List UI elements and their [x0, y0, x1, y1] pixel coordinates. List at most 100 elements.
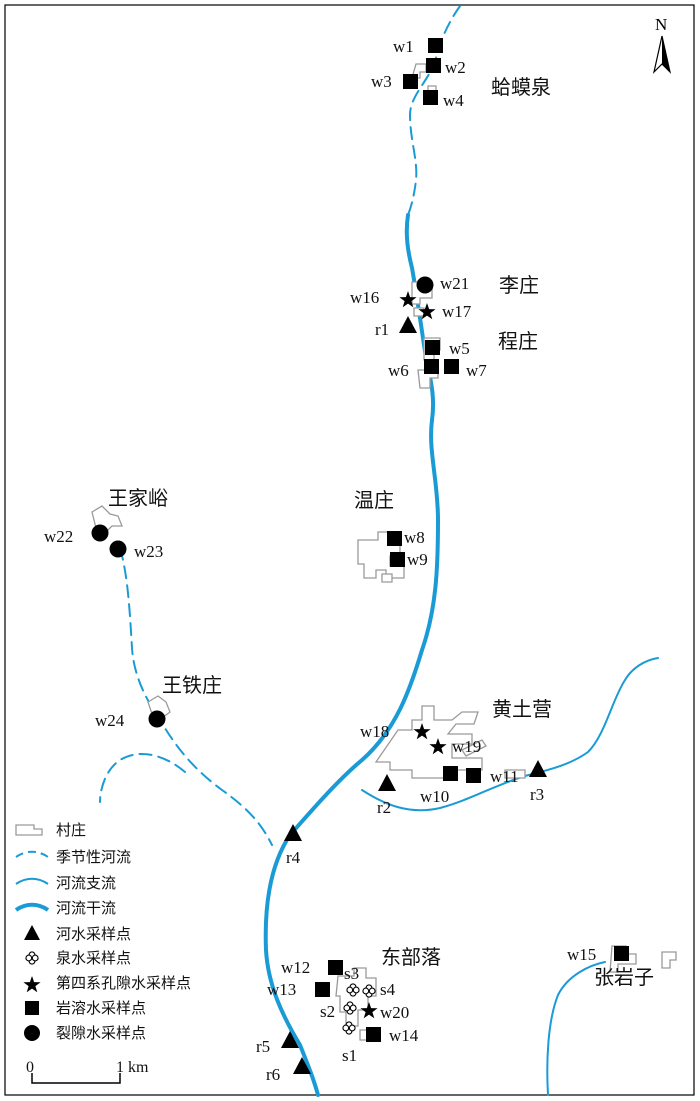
- label-w4: w4: [443, 91, 464, 110]
- label-w18: w18: [360, 722, 389, 741]
- legend-item-quaternary-sample: 第四系孔隙水采样点: [23, 974, 191, 993]
- north-label: N: [655, 15, 667, 34]
- north-arrow: N: [652, 15, 672, 74]
- karst-marker-w9: [390, 552, 405, 567]
- river-marker-r2: [378, 774, 396, 791]
- label-w14: w14: [389, 1026, 419, 1045]
- karst-marker-w3: [403, 74, 418, 89]
- label-w5: w5: [449, 339, 470, 358]
- karst-marker-w6: [424, 359, 439, 374]
- karst-marker-w12: [328, 960, 343, 975]
- tributary-southeast: [546, 961, 606, 1096]
- karst-marker-w11: [466, 768, 481, 783]
- scale-end-label: 1 km: [116, 1059, 149, 1076]
- legend-tributary-label: 河流支流: [56, 874, 116, 892]
- label-r2: r2: [377, 798, 391, 817]
- place-huangtuying: 黄土营: [492, 697, 552, 721]
- point-labels: w1 w2 w3 w4 w21 w16 w17 r1 w5 w6 w7 w22 …: [44, 37, 596, 1084]
- scale-start-label: 0: [26, 1059, 34, 1076]
- label-w8: w8: [404, 528, 425, 547]
- label-r5: r5: [256, 1037, 270, 1056]
- label-w12: w12: [281, 958, 310, 977]
- scale-bar: 0 1 km: [26, 1059, 149, 1084]
- place-lizhuang: 李庄: [499, 273, 539, 297]
- legend-item-seasonal-river: 季节性河流: [15, 848, 131, 866]
- river-marker-r6: [293, 1057, 311, 1074]
- place-labels: 蛤蟆泉 李庄 程庄 王家峪 温庄 王铁庄 黄土营 东部落 张岩子: [108, 75, 654, 989]
- karst-marker-w7: [444, 359, 459, 374]
- place-zhangyanzi: 张岩子: [594, 965, 654, 989]
- seasonal-river-north: [407, 5, 461, 216]
- legend: 村庄 季节性河流 河流支流 河流干流 河水采样点 泉水采样点 第四系孔隙水采样点: [14, 821, 191, 1042]
- label-s3: s3: [344, 964, 359, 983]
- fissure-marker-w22: [91, 524, 109, 542]
- label-w20: w20: [380, 1003, 409, 1022]
- place-chengzhuang: 程庄: [498, 329, 538, 353]
- legend-item-village: 村庄: [15, 821, 86, 839]
- fissure-marker-w23: [109, 540, 127, 558]
- label-w9: w9: [407, 550, 428, 569]
- legend-main-label: 河流干流: [56, 899, 116, 917]
- legend-item-main-river: 河流干流: [14, 899, 116, 917]
- legend-star-icon: [23, 976, 41, 993]
- legend-circle-icon: [24, 1025, 40, 1041]
- legend-item-fissure-sample: 裂隙水采样点: [24, 1024, 146, 1042]
- karst-marker-w10: [443, 766, 458, 781]
- tributary-east: [361, 657, 659, 812]
- legend-main-symbol: [14, 902, 50, 912]
- legend-seasonal-symbol: [15, 850, 49, 858]
- map-frame: [4, 4, 695, 1096]
- place-wangjiayu: 王家峪: [108, 486, 168, 510]
- north-arrow-fill: [662, 36, 670, 72]
- label-w1: w1: [393, 37, 414, 56]
- label-w22: w22: [44, 527, 73, 546]
- label-w2: w2: [445, 58, 466, 77]
- legend-quaternary-sample-label: 第四系孔隙水采样点: [56, 974, 191, 992]
- label-w23: w23: [134, 542, 163, 561]
- river-marker-r3: [529, 760, 547, 777]
- legend-village-symbol: [15, 824, 43, 836]
- legend-seasonal-label: 季节性河流: [56, 848, 131, 866]
- label-w19: w19: [452, 737, 481, 756]
- legend-item-karst-sample: 岩溶水采样点: [25, 999, 146, 1017]
- legend-tributary-symbol: [15, 877, 49, 885]
- place-wangtiezhuang: 王铁庄: [162, 673, 222, 697]
- scale-bar-line: [31, 1073, 121, 1084]
- label-w21: w21: [440, 274, 469, 293]
- label-w17: w17: [442, 302, 472, 321]
- karst-marker-w13: [315, 982, 330, 997]
- label-s2: s2: [320, 1002, 335, 1021]
- legend-fissure-sample-label: 裂隙水采样点: [56, 1024, 146, 1042]
- river-marker-r5: [281, 1031, 299, 1048]
- label-r4: r4: [286, 848, 301, 867]
- karst-marker-w1: [428, 38, 443, 53]
- river-marker-r1: [399, 316, 417, 333]
- legend-item-spring-sample: 泉水采样点: [25, 949, 131, 967]
- seasonal-river-branch: [99, 753, 186, 803]
- label-s1: s1: [342, 1046, 357, 1065]
- karst-marker-w8: [387, 531, 402, 546]
- label-w24: w24: [95, 711, 125, 730]
- label-w13: w13: [267, 980, 296, 999]
- label-w6: w6: [388, 361, 409, 380]
- fissure-marker-w24: [148, 710, 166, 728]
- label-r3: r3: [530, 785, 544, 804]
- karst-marker-w5: [425, 340, 440, 355]
- place-wenzhuang: 温庄: [354, 488, 394, 512]
- place-hamaquan: 蛤蟆泉: [491, 75, 551, 99]
- villages: [91, 63, 677, 1041]
- label-w16: w16: [350, 288, 379, 307]
- label-w10: w10: [420, 787, 449, 806]
- karst-marker-w15: [614, 946, 629, 961]
- legend-karst-sample-label: 岩溶水采样点: [56, 999, 146, 1017]
- label-r6: r6: [266, 1065, 280, 1084]
- legend-river-sample-label: 河水采样点: [56, 925, 131, 943]
- label-w3: w3: [371, 72, 392, 91]
- legend-spring-icon: [25, 951, 39, 965]
- river-marker-r4: [284, 824, 302, 841]
- legend-village-label: 村庄: [56, 821, 86, 839]
- karst-marker-w2: [426, 58, 441, 73]
- label-w7: w7: [466, 361, 487, 380]
- label-w11: w11: [490, 767, 519, 786]
